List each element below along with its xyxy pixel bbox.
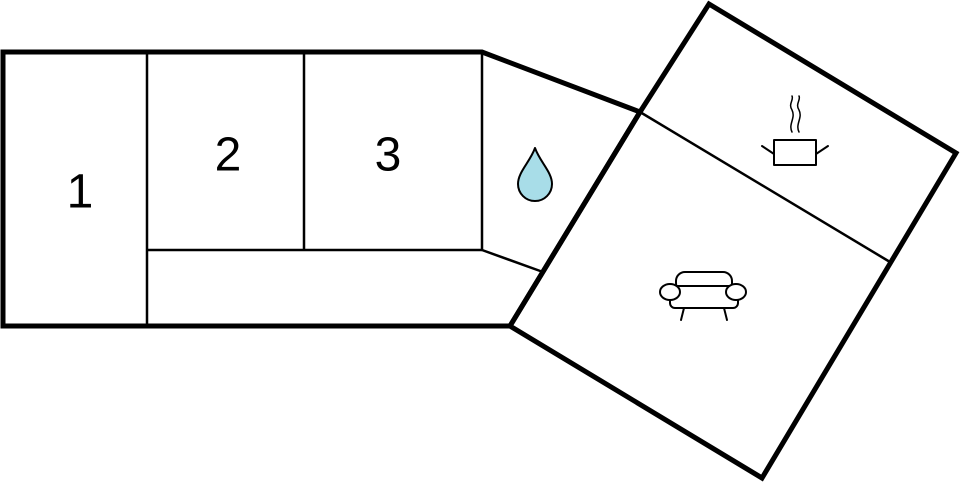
room-3-label: 3 — [375, 129, 402, 182]
water-drop-icon — [517, 147, 553, 202]
room-2-label: 2 — [215, 129, 242, 182]
sofa-icon — [659, 271, 747, 321]
wall-bathroom-south — [481, 248, 544, 274]
room-labels: 1 2 3 — [67, 129, 402, 219]
outer-wall-right-wing — [506, 0, 960, 482]
cooking-pot-icon — [761, 95, 829, 166]
interior-walls — [145, 52, 891, 326]
room-1-label: 1 — [67, 166, 94, 219]
wall-kitchen-living-divider — [639, 110, 891, 264]
